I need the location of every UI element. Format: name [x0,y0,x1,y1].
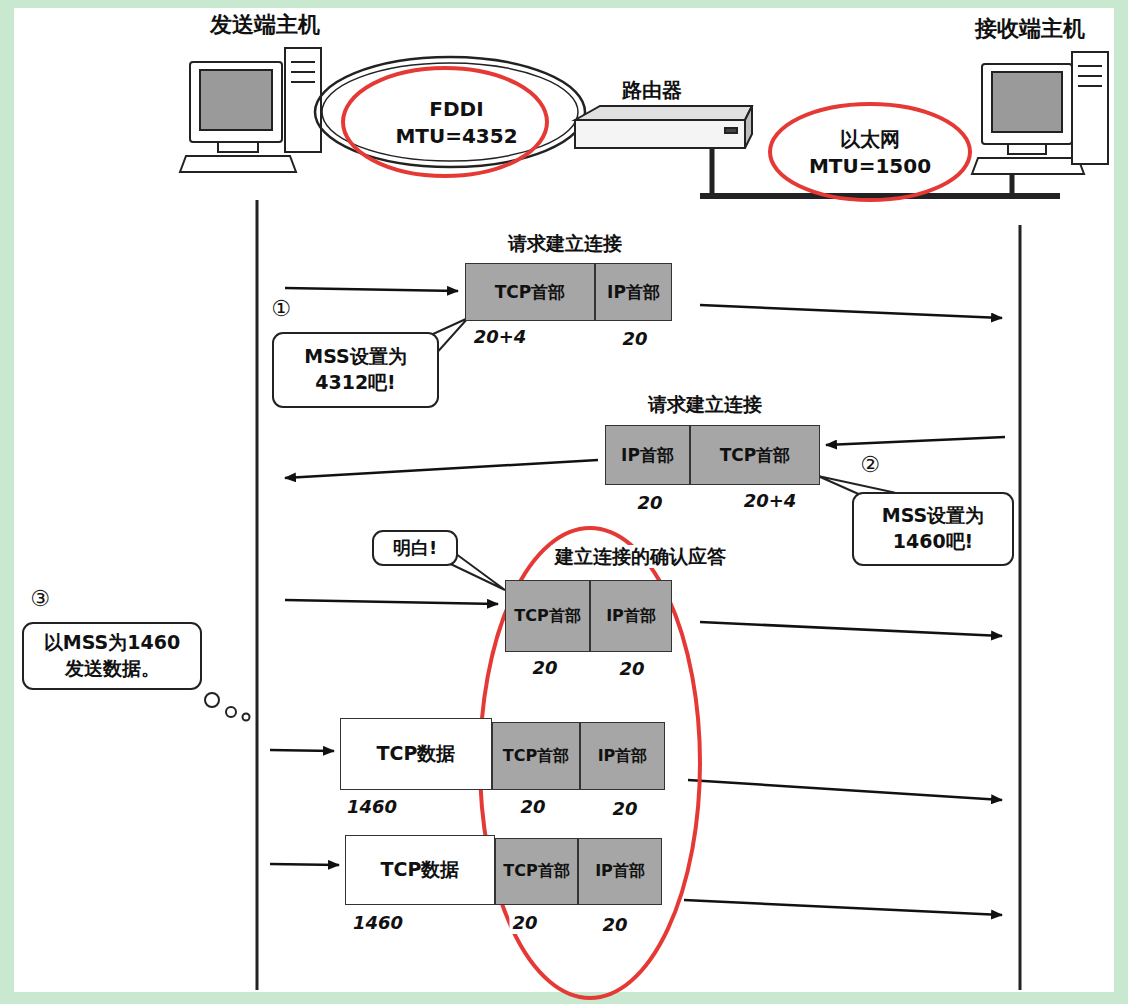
node-text: TCP首部 [514,606,580,627]
ip-header: IP首部 [578,838,662,905]
byte-count: 1460 [344,796,400,818]
node-text: 以太网 MTU=1500 [795,126,945,180]
ip-header: IP首部 [580,722,665,790]
node-text: IP首部 [607,281,660,304]
byte-count: 20+4 [741,490,800,512]
receiver-lifeline [1019,225,1022,990]
tcp-data: TCP数据 [345,835,495,905]
byte-count: 20 [599,914,630,936]
node-text: TCP首部 [495,281,566,304]
network-mtu: FDDI MTU=4352 [390,88,523,158]
byte-count: 20 [509,912,540,934]
device-label: 路由器 [619,78,685,102]
node-text: TCP数据 [377,741,456,767]
router [575,106,752,148]
callout-number: ③ [27,586,53,612]
node-text: IP首部 [595,861,645,882]
node-text: IP首部 [621,444,674,467]
byte-count: 20 [517,796,548,818]
host-label: 接收端主机 [972,16,1088,42]
speech-bubble: MSS设置为 4312吧! [272,332,439,408]
fddi-ring-inner [322,63,578,161]
node-text: FDDI MTU=4352 [390,96,523,150]
node-text: TCP首部 [503,861,569,882]
byte-count: 20 [609,798,640,820]
node-text: TCP数据 [381,857,460,883]
callout-number: ① [268,296,294,322]
callout-tails [205,318,892,721]
node-text: IP首部 [598,746,648,767]
thought-bubble: 以MSS为1460 发送数据。 [22,622,202,690]
byte-count: 20 [616,658,647,680]
tcp-data: TCP数据 [340,718,492,790]
callout-number: ② [857,452,883,478]
tcp-header: TCP首部 [492,722,580,790]
segment-title: 建立连接的确认应答 [552,545,729,568]
segment-title: 请求建立连接 [645,393,765,416]
byte-count: 20+4 [471,326,530,348]
tcp-header: TCP首部 [690,425,820,485]
node-text: 明白! [393,536,437,560]
ip-header: IP首部 [605,425,690,485]
tcp-header: TCP首部 [465,263,595,321]
tcp-header: TCP首部 [495,838,578,905]
byte-count: 20 [529,657,560,679]
receiver-computer [972,52,1108,174]
arrows [270,288,1005,915]
host-label: 发送端主机 [207,12,323,38]
segment-title: 请求建立连接 [505,232,625,255]
speech-bubble: 明白! [372,530,458,566]
node-text: MSS设置为 4312吧! [282,344,429,396]
ip-header: IP首部 [595,263,672,321]
byte-count: 20 [634,492,665,514]
node-text: MSS设置为 1460吧! [862,503,1004,555]
node-text: TCP首部 [720,444,791,467]
network-mtu: 以太网 MTU=1500 [795,120,945,186]
byte-count: 1460 [350,912,406,934]
speech-bubble: MSS设置为 1460吧! [852,492,1014,566]
node-text: IP首部 [606,606,656,627]
sender-lifeline [256,200,259,990]
ip-header: IP首部 [590,580,672,652]
node-text: TCP首部 [503,746,569,767]
node-text: 以MSS为1460 发送数据。 [32,630,192,682]
byte-count: 20 [619,328,650,350]
sender-computer [180,48,321,172]
tcp-header: TCP首部 [505,580,590,652]
